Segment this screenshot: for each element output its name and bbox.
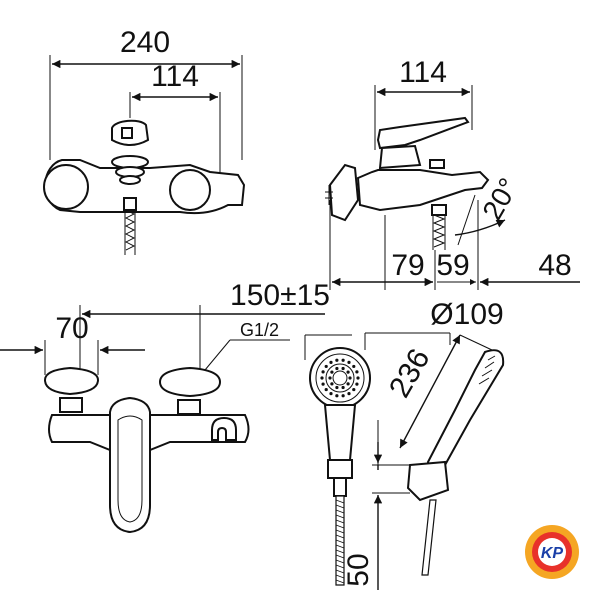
hose-rib: [335, 519, 345, 524]
handle-front: [109, 396, 151, 534]
nozzle-dot: [356, 376, 360, 380]
handle-lever-side: [376, 116, 470, 150]
shower-nozzles: [320, 358, 360, 398]
nozzle-dot: [335, 385, 339, 390]
hose-rib: [335, 524, 345, 529]
hose-rib: [335, 539, 345, 544]
diverter-front: [211, 416, 237, 441]
escutcheon-right: [158, 366, 222, 398]
dim-label-109: Ø109: [430, 298, 503, 331]
nozzle-dot: [335, 358, 339, 362]
thread-label: G1/2: [240, 320, 279, 340]
handle-base-side: [378, 144, 422, 170]
shower-holder-base: [333, 477, 347, 497]
outlet-nut-side: [431, 204, 447, 216]
dim-label-240: 240: [120, 26, 170, 59]
hose-rib: [335, 569, 345, 574]
hose-rib: [335, 559, 345, 564]
nozzle-dot: [320, 376, 324, 380]
nozzle-dot: [347, 391, 351, 396]
nozzle-dot: [330, 370, 334, 374]
nut-right: [177, 399, 201, 415]
hose-rib: [335, 564, 345, 569]
nozzle-dot: [355, 370, 359, 374]
nozzle-dot: [355, 382, 359, 386]
hose-rib: [335, 534, 345, 539]
cartridge-low: [119, 175, 141, 185]
dim-line-236: [399, 334, 461, 449]
hose-rib: [335, 529, 345, 534]
dim-label-79: 79: [391, 249, 424, 282]
shower-side-body: [426, 349, 505, 472]
dim-label-48: 48: [538, 249, 571, 282]
hand-shower-side: Ø109 236 50: [342, 298, 505, 590]
nozzle-dot: [329, 391, 333, 396]
hand-shower-front: [304, 334, 371, 586]
hose-rib: [335, 544, 345, 549]
escutcheon-side: [328, 163, 360, 222]
nozzle-dot: [324, 364, 328, 369]
top-view: 240 114: [43, 26, 246, 255]
nozzle-dot: [346, 370, 350, 374]
outlet-nut: [123, 197, 137, 211]
nut-left: [59, 397, 83, 413]
escutcheon-left: [43, 366, 100, 396]
hose-rib: [335, 574, 345, 579]
angle-arc: [454, 219, 506, 236]
nozzle-dot: [330, 382, 334, 386]
wall-connector-left: [43, 164, 89, 210]
dim-label-70: 70: [55, 312, 88, 345]
shower-holder: [327, 459, 353, 479]
shower-handle: [323, 404, 357, 466]
front-view: 150±15 70 G1/2: [0, 279, 330, 534]
hose-side: [421, 499, 437, 576]
nozzle-dot: [341, 385, 345, 390]
dim-label-150: 150±15: [230, 279, 330, 312]
thread-pipe-top: [124, 209, 136, 251]
handle-slot: [121, 127, 133, 139]
hose-rib: [335, 499, 345, 504]
dim-label-114-top: 114: [151, 60, 199, 93]
nozzle-dot: [329, 360, 333, 365]
thread-pipe-side: [432, 214, 446, 248]
nozzle-dot: [321, 370, 325, 374]
nozzle-dot: [352, 364, 356, 369]
nozzle-dot: [324, 387, 328, 392]
faucet-body-side: [356, 169, 490, 212]
nozzle-dot: [341, 394, 345, 398]
dim-label-114-side: 114: [399, 56, 447, 89]
nozzle-dot: [347, 360, 351, 365]
hose-rib: [335, 509, 345, 514]
logo-text: KP: [541, 545, 564, 562]
holder-side: [406, 460, 450, 502]
hose-rib: [335, 579, 345, 584]
nozzle-dot: [346, 382, 350, 386]
hose-ribs: [335, 499, 345, 584]
nozzle-dot: [321, 382, 325, 386]
kp-logo: KP: [525, 525, 579, 579]
hose-rib: [335, 504, 345, 509]
hose-rib: [335, 554, 345, 559]
nozzle-dot: [335, 366, 339, 371]
logo-center: [538, 538, 566, 566]
hose-rib: [335, 549, 345, 554]
diverter-knob: [429, 159, 445, 169]
nozzle-dot: [352, 387, 356, 392]
shower-head: [309, 347, 371, 409]
nozzle-dot: [341, 366, 345, 371]
side-view: 114 20° 79 59 48: [325, 56, 580, 290]
hose-rib: [335, 514, 345, 519]
nozzle-dot: [328, 376, 332, 380]
nozzle-dot: [335, 394, 339, 398]
wall-connector-right: [169, 169, 211, 211]
dim-label-50: 50: [342, 553, 375, 586]
dim-label-59: 59: [436, 249, 469, 282]
nozzle-dot: [341, 358, 345, 362]
nozzle-dot: [348, 376, 352, 380]
